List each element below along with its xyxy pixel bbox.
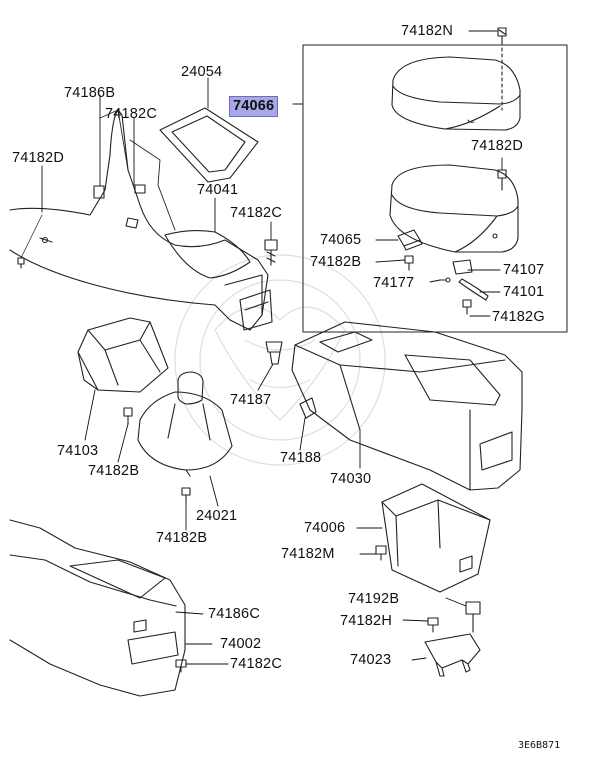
shift-bezel <box>159 107 259 183</box>
callout-74030: 74030 <box>330 471 372 487</box>
clip-74187 <box>265 341 283 365</box>
callout-74103: 74103 <box>57 443 99 459</box>
shift-boot <box>137 371 233 477</box>
callout-74182B-c: 74182B <box>156 530 208 546</box>
callout-74065: 74065 <box>320 232 362 248</box>
clip-74188 <box>299 397 317 419</box>
screw-74182C-lower <box>175 659 187 673</box>
drawing-code: 3E6B871 <box>518 740 561 751</box>
callout-74182C-b: 74182C <box>230 205 282 221</box>
callout-74041: 74041 <box>197 182 239 198</box>
callout-74192B: 74192B <box>348 591 400 607</box>
callout-74182C-a: 74182C <box>105 106 157 122</box>
bracket-74023 <box>424 633 481 677</box>
callout-74182M: 74182M <box>281 546 335 562</box>
callout-74023: 74023 <box>350 652 392 668</box>
callout-74002: 74002 <box>220 636 262 652</box>
front-console <box>9 109 273 331</box>
callout-74187: 74187 <box>230 392 272 408</box>
callout-74182C-c: 74182C <box>230 656 282 672</box>
storage-box <box>381 483 491 593</box>
armrest-base <box>389 164 519 253</box>
inset-screws <box>404 27 507 315</box>
callout-74177: 74177 <box>373 275 415 291</box>
callout-74182N: 74182N <box>401 23 453 39</box>
callout-74182B-b: 74182B <box>88 463 140 479</box>
callout-74006: 74006 <box>304 520 346 536</box>
callout-74188: 74188 <box>280 450 322 466</box>
cup-holder <box>77 317 169 393</box>
callout-74066[interactable]: 74066 <box>229 96 279 117</box>
screw-74182M <box>375 545 387 561</box>
callout-74182H: 74182H <box>340 613 392 629</box>
latch-parts <box>397 229 489 301</box>
lower-console <box>9 519 186 697</box>
callout-74182B-a: 74182B <box>310 254 362 270</box>
screw-74182C-right <box>264 239 278 266</box>
screw-74182B-left <box>123 407 133 425</box>
rear-console <box>291 321 523 491</box>
callout-74186C: 74186C <box>208 606 260 622</box>
callout-74107: 74107 <box>503 262 545 278</box>
callout-74186B: 74186B <box>64 85 116 101</box>
armrest-lid <box>391 56 521 131</box>
callout-74182D-b: 74182D <box>471 138 523 154</box>
callout-24021: 24021 <box>196 508 238 524</box>
callout-74101: 74101 <box>503 284 545 300</box>
leader-lines <box>41 30 503 665</box>
callout-74182D-a: 74182D <box>12 150 64 166</box>
callout-74182G: 74182G <box>492 309 545 325</box>
screw-74182B-boot <box>181 487 191 503</box>
watermark <box>174 254 386 466</box>
screw-74182H <box>427 617 439 633</box>
bolt-74192B <box>465 601 481 633</box>
callout-24054: 24054 <box>181 64 223 80</box>
